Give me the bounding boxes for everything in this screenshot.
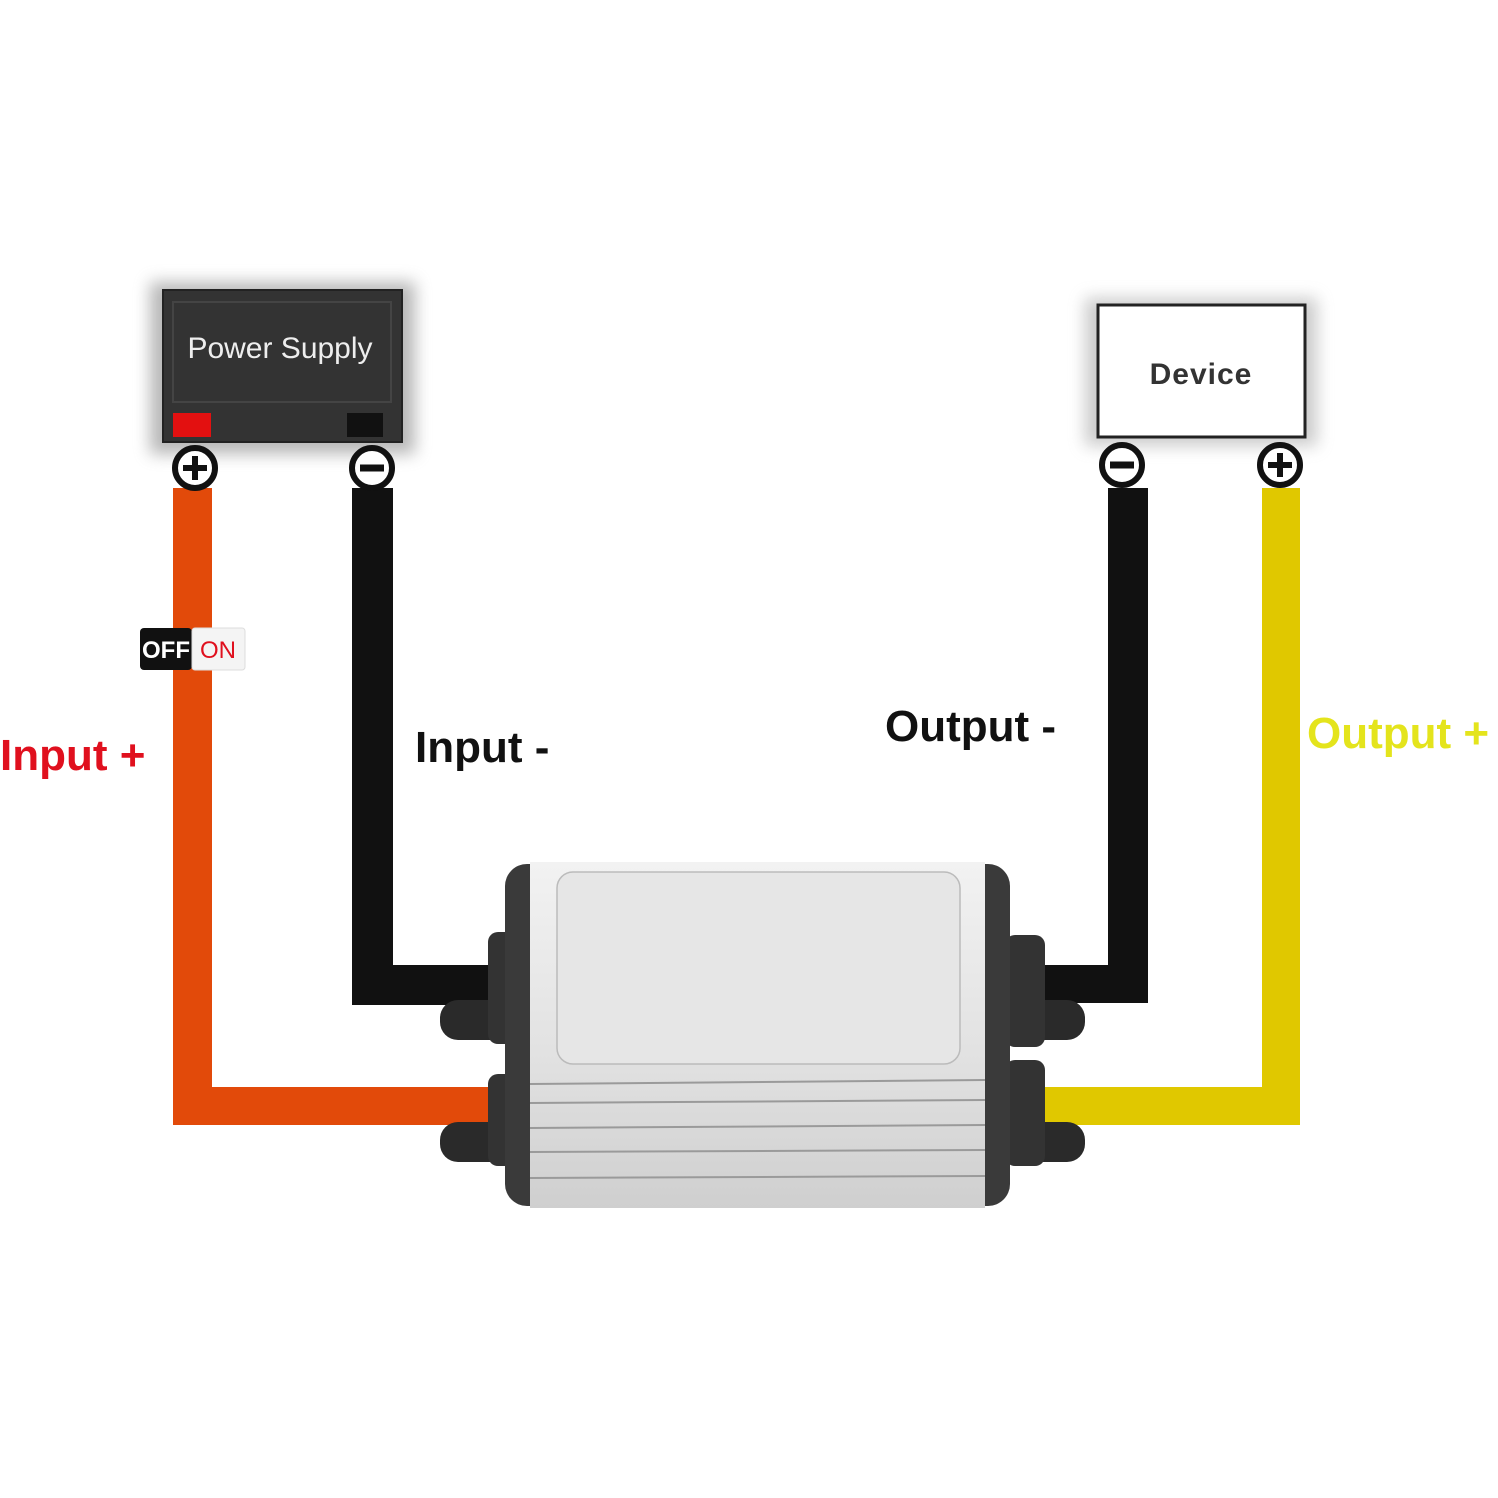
on-off-switch[interactable]: OFF ON: [140, 627, 246, 671]
negative-terminal-block: [347, 413, 383, 437]
output-minus-label: Output -: [885, 702, 1056, 751]
power-supply-label: Power Supply: [187, 332, 372, 365]
plus-terminal-icon: [1257, 442, 1303, 488]
input-plus-label: Input +: [0, 731, 145, 780]
minus-terminal-icon: [1099, 442, 1145, 488]
dc-converter: [440, 862, 1085, 1208]
device: Device: [1085, 298, 1317, 446]
output-plus-label: Output +: [1307, 709, 1489, 758]
input-plus-wire: [173, 488, 498, 1125]
switch-off-label: OFF: [142, 637, 190, 664]
power-supply: Power Supply: [150, 282, 415, 454]
input-minus-label: Input -: [415, 723, 549, 772]
output-minus-wire: [1025, 488, 1148, 1003]
device-label: Device: [1150, 358, 1253, 391]
switch-on-label: ON: [200, 637, 236, 664]
positive-terminal-block: [173, 413, 211, 437]
output-plus-wire: [1025, 488, 1300, 1125]
minus-terminal-icon: [349, 445, 395, 491]
input-minus-wire: [352, 488, 498, 1005]
plus-terminal-icon: [172, 445, 218, 491]
